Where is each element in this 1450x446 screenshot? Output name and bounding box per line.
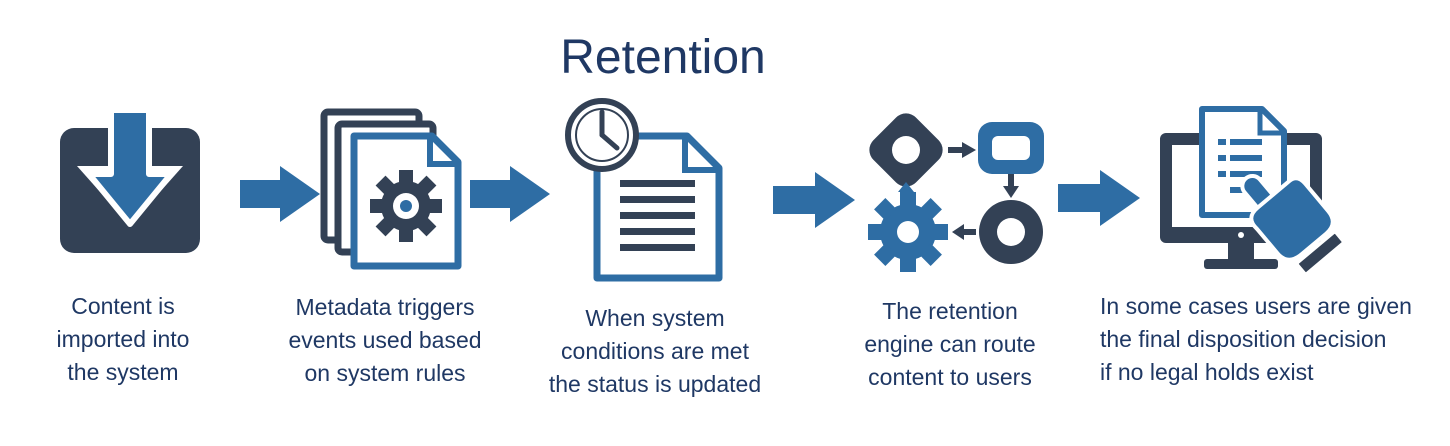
arrow-right-icon — [773, 172, 855, 228]
monitor-touch-document-icon — [1160, 106, 1343, 273]
step-4-caption: The retention engine can route content t… — [840, 295, 1060, 394]
caption-line: conditions are met — [561, 338, 749, 364]
arrow-right-icon — [240, 166, 320, 222]
caption-line: Metadata triggers — [295, 294, 475, 320]
page-title: Retention — [560, 31, 766, 84]
caption-line: Content is — [71, 293, 175, 319]
caption-line: engine can route — [864, 331, 1036, 357]
caption-line: the final disposition decision — [1100, 326, 1387, 352]
step-3-caption: When system conditions are met the statu… — [525, 302, 785, 401]
caption-line: if no legal holds exist — [1100, 359, 1314, 385]
clock-document-icon — [565, 98, 723, 282]
caption-line: When system — [585, 305, 725, 331]
caption-line: the system — [67, 359, 179, 385]
download-tray-icon — [60, 108, 200, 253]
step-5-caption: In some cases users are given the final … — [1100, 290, 1440, 389]
documents-gear-icon — [320, 108, 462, 270]
step-1-caption: Content is imported into the system — [18, 290, 228, 389]
caption-line: imported into — [56, 326, 190, 352]
caption-line: the status is updated — [548, 371, 762, 397]
arrow-right-icon — [470, 166, 550, 222]
caption-line: events used based — [288, 327, 482, 353]
caption-line: on system rules — [304, 360, 466, 386]
caption-line: The retention — [882, 298, 1018, 324]
caption-line: content to users — [868, 364, 1032, 390]
workflow-routing-icon — [868, 113, 1044, 272]
caption-line: In some cases users are given — [1100, 293, 1412, 319]
step-2-caption: Metadata triggers events used based on s… — [265, 291, 505, 390]
arrow-right-icon — [1058, 170, 1140, 226]
